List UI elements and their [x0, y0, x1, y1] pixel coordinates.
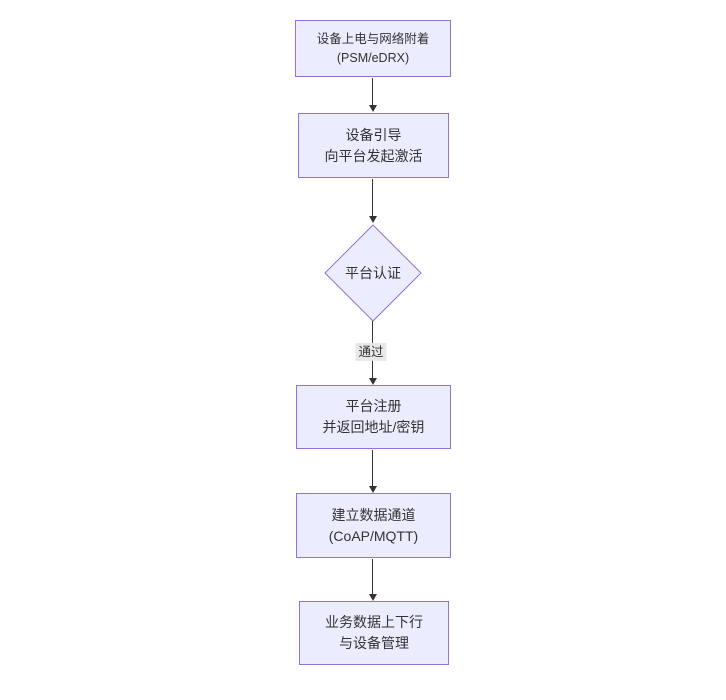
- node-label-line: 设备上电与网络附着: [316, 31, 430, 46]
- node-device-bootstrap-activate: 设备引导 向平台发起激活: [298, 113, 449, 178]
- node-label-line: 并返回地址/密钥: [322, 419, 425, 435]
- node-label-line: 设备引导: [345, 126, 402, 143]
- node-platform-register: 平台注册 并返回地址/密钥: [296, 385, 451, 449]
- node-label-line: 平台注册: [345, 398, 402, 414]
- edge-line: [372, 450, 373, 486]
- edge-label-pass: 通过: [355, 342, 387, 362]
- node-label-line: (PSM/eDRX): [336, 50, 410, 65]
- node-power-network-attach: 设备上电与网络附着 (PSM/eDRX): [295, 20, 451, 77]
- arrowhead-down-icon: [369, 216, 377, 223]
- node-label-line: 与设备管理: [339, 635, 409, 651]
- arrowhead-down-icon: [369, 378, 377, 385]
- node-label-line: 建立数据通道: [331, 506, 416, 523]
- arrowhead-down-icon: [369, 105, 377, 112]
- diamond-shape: [324, 224, 422, 322]
- arrowhead-down-icon: [369, 594, 377, 601]
- node-establish-data-channel: 建立数据通道 (CoAP/MQTT): [296, 493, 451, 558]
- edge-line: [372, 179, 373, 216]
- edge-line: [372, 78, 373, 105]
- decision-label: 平台认证: [345, 265, 401, 281]
- node-business-data-device-mgmt: 业务数据上下行 与设备管理: [299, 601, 449, 665]
- node-label-line: 向平台发起激活: [324, 147, 423, 164]
- decision-platform-auth: 平台认证: [322, 222, 424, 324]
- arrowhead-down-icon: [369, 486, 377, 493]
- node-label-line: (CoAP/MQTT): [328, 527, 419, 544]
- edge-line: [372, 559, 373, 594]
- node-label-line: 业务数据上下行: [325, 614, 423, 630]
